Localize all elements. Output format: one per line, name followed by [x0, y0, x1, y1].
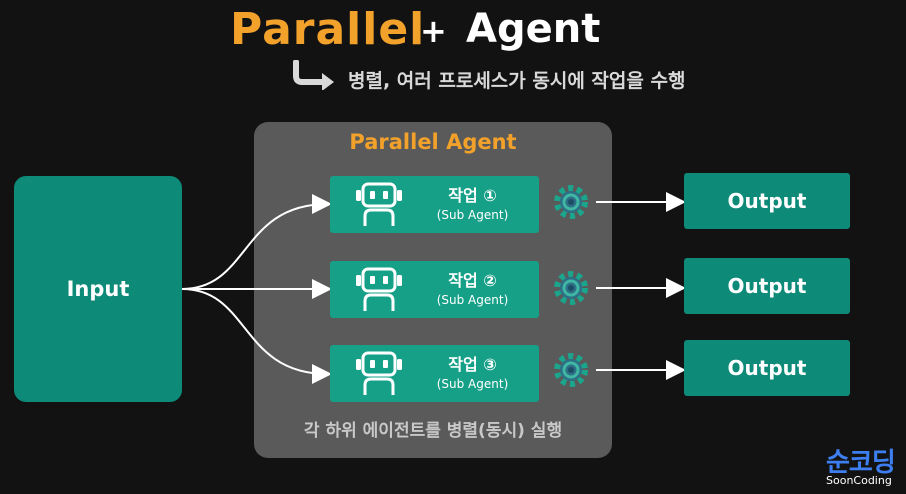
connector-input-task3	[181, 288, 332, 384]
container-title: Parallel Agent	[349, 130, 517, 154]
robot-icon	[356, 267, 402, 311]
output-box-1: Output	[684, 173, 850, 229]
task-sub-label: (Sub Agent)	[436, 208, 509, 222]
logo-english: SoonCoding	[826, 474, 892, 487]
robot-icon	[356, 351, 402, 395]
title-agent: Agent	[466, 6, 601, 52]
robot-icon	[356, 182, 402, 226]
container-footer: 각 하위 에이전트를 병렬(동시) 실행	[303, 421, 563, 441]
task-label: 작업 ③	[448, 355, 497, 374]
task-box-3: 작업 ③ (Sub Agent)	[330, 345, 539, 402]
title-plus: +	[420, 12, 447, 50]
logo-korean: 순코딩	[826, 448, 896, 478]
task-sub-label: (Sub Agent)	[436, 377, 509, 391]
task-label: 작업 ②	[448, 271, 497, 290]
task-box-2: 작업 ② (Sub Agent)	[330, 261, 539, 318]
input-label: Input	[66, 277, 130, 301]
task-sub-label: (Sub Agent)	[436, 293, 509, 307]
gear-icon	[554, 271, 588, 305]
gear-icon	[554, 353, 588, 387]
output-label: Output	[727, 274, 807, 298]
connector-input-task1	[181, 194, 332, 290]
gear-icon	[554, 185, 588, 219]
output-box-2: Output	[684, 258, 850, 314]
title-parallel: Parallel	[230, 4, 426, 55]
output-label: Output	[727, 189, 807, 213]
return-arrow-icon	[293, 60, 334, 90]
subtitle: 병렬, 여러 프로세스가 동시에 작업을 수행	[348, 70, 686, 92]
task-label: 작업 ①	[448, 186, 497, 205]
task-box-1: 작업 ① (Sub Agent)	[330, 176, 539, 233]
output-box-3: Output	[684, 340, 850, 396]
output-label: Output	[727, 356, 807, 380]
input-box: Input	[14, 176, 182, 402]
